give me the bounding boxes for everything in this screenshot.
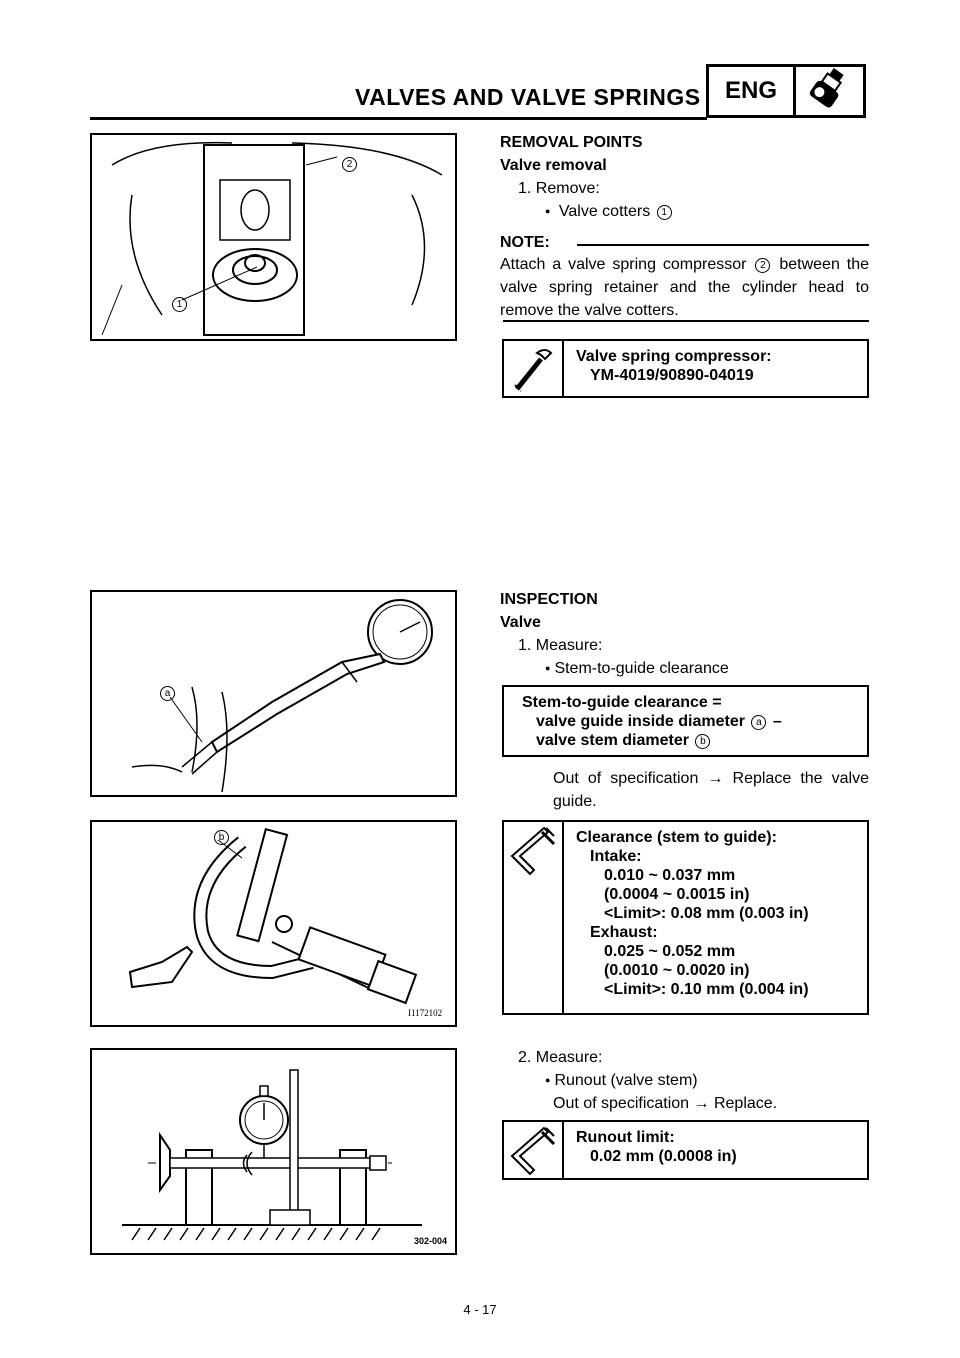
inspection-step-2: 2. Measure: — [518, 1049, 603, 1066]
removal-subheading: Valve removal — [500, 157, 607, 174]
inspection-item-1: Stem-to-guide clearance — [545, 657, 728, 680]
intake-range-in: (0.0004 ~ 0.0015 in) — [604, 886, 750, 903]
figure-code-2: 302-004 — [414, 1236, 448, 1246]
caliper-icon — [504, 822, 564, 1013]
ref-b: b — [695, 734, 711, 749]
figure-micrometer: b I1172102 — [90, 820, 457, 1027]
exhaust-label: Exhaust: — [590, 924, 658, 941]
exhaust-limit: <Limit>: 0.10 mm (0.004 in) — [604, 981, 809, 998]
callout-1: 1 — [172, 297, 187, 312]
wrench-icon — [504, 341, 564, 396]
removal-step: 1. Remove: — [518, 180, 600, 197]
clearance-spec-box: Clearance (stem to guide): Intake: 0.010… — [502, 820, 869, 1015]
runout-spec-box: Runout limit: 0.02 mm (0.0008 in) — [502, 1120, 869, 1180]
inspection-action-2: Out of specification → Replace. — [553, 1095, 778, 1112]
callout-a: a — [160, 686, 175, 701]
section-label: ENG — [709, 67, 796, 115]
figure-bore-gauge: a — [90, 590, 457, 797]
figure-valve-removal: 2 1 — [90, 133, 457, 341]
tool-title: Valve spring compressor: — [576, 348, 772, 365]
header-rule — [90, 117, 707, 120]
formula-line-3: valve stem diameter b — [522, 731, 782, 750]
removal-item: Valve cotters 1 — [545, 200, 674, 223]
tool-spec-box: Valve spring compressor: YM-4019/90890-0… — [502, 339, 869, 398]
inspection-heading: INSPECTION — [500, 591, 598, 608]
engine-icon — [796, 67, 863, 115]
ref-1: 1 — [656, 205, 672, 220]
figure-code-1: I1172102 — [408, 1008, 443, 1018]
note-rule — [577, 244, 869, 246]
exhaust-range: 0.025 ~ 0.052 mm — [604, 943, 736, 960]
caliper-icon — [504, 1122, 564, 1178]
runout-value: 0.02 mm (0.0008 in) — [590, 1148, 737, 1165]
inspection-step-1: 1. Measure: — [518, 637, 603, 654]
inspection-subheading: Valve — [500, 614, 541, 631]
exhaust-range-in: (0.0010 ~ 0.0020 in) — [604, 962, 750, 979]
callout-2: 2 — [342, 157, 357, 172]
intake-limit: <Limit>: 0.08 mm (0.003 in) — [604, 905, 809, 922]
clearance-title: Clearance (stem to guide): — [576, 829, 777, 846]
page-title: VALVES AND VALVE SPRINGS — [355, 84, 701, 110]
note-label: NOTE: — [500, 234, 550, 251]
section-badge: ENG — [706, 64, 866, 118]
inspection-item-2: Runout (valve stem) — [545, 1069, 697, 1092]
page-number: 4 - 17 — [463, 1302, 497, 1317]
runout-title: Runout limit: — [576, 1129, 675, 1146]
removal-heading: REMOVAL POINTS — [500, 134, 643, 151]
ref-a: a — [751, 715, 767, 730]
intake-label: Intake: — [590, 848, 642, 865]
ref-2: 2 — [755, 258, 771, 273]
figure-runout: 302-004 — [90, 1048, 457, 1255]
formula-line-1: Stem-to-guide clearance = — [522, 694, 722, 711]
note-text: Attach a valve spring compressor 2 betwe… — [500, 256, 870, 319]
intake-range: 0.010 ~ 0.037 mm — [604, 867, 736, 884]
note-end-rule — [503, 320, 869, 322]
inspection-action-1: Out of specification → Replace the valve… — [553, 770, 869, 810]
formula-box: Stem-to-guide clearance = valve guide in… — [502, 685, 869, 757]
tool-part-number: YM-4019/90890-04019 — [590, 367, 754, 384]
formula-line-2: valve guide inside diameter a – — [536, 713, 782, 730]
callout-b: b — [214, 830, 229, 845]
